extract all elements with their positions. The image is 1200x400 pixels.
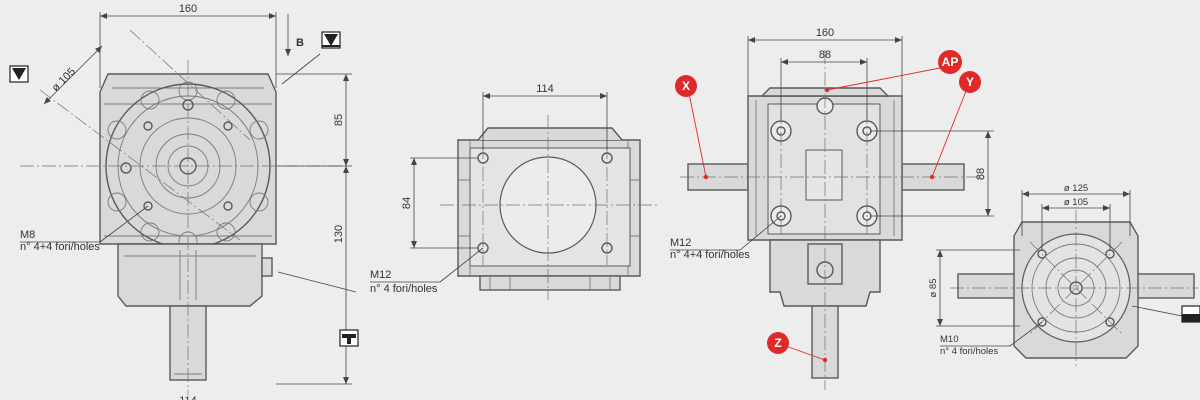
note-thread-m12-v3: M12 bbox=[670, 237, 691, 249]
shaft-x-badge: X bbox=[675, 75, 697, 97]
dim-v3-width-label: 160 bbox=[816, 27, 834, 39]
dim-v3-inner-label: 88 bbox=[819, 49, 831, 61]
mount-down-icon bbox=[9, 65, 29, 83]
shaft-z-badge: Z bbox=[767, 332, 789, 354]
note-holes-view4: n° 4 fori/holes bbox=[940, 346, 998, 357]
mount-side-icon bbox=[339, 329, 359, 347]
dim-top-height-label: 84 bbox=[401, 197, 413, 209]
svg-text:AP: AP bbox=[942, 55, 959, 69]
dim-width-label: 160 bbox=[179, 3, 197, 15]
view-shafts: 160 88 88 M12 n° 4+4 fori/holes X AP bbox=[670, 27, 994, 390]
note-thread-m10: M10 bbox=[940, 334, 958, 345]
view-side: ø 125 ø 105 ø 85 M10 n° 4 fori/holes bbox=[928, 183, 1198, 366]
svg-text:Y: Y bbox=[966, 75, 974, 89]
view-top: 114 84 M12 n° 4 fori/holes bbox=[370, 83, 660, 300]
dim-top-width-label: 114 bbox=[536, 83, 554, 95]
note-holes-view2: n° 4 fori/holes bbox=[370, 283, 438, 295]
dim-v3-height-label: 88 bbox=[975, 168, 987, 180]
dim-v4-inner-label: ø 105 bbox=[1064, 197, 1088, 208]
shaft-ap-badge: AP bbox=[938, 50, 962, 74]
note-holes-view1: n° 4+4 fori/holes bbox=[20, 241, 100, 253]
dim-lower-label: 130 bbox=[333, 225, 345, 243]
dim-upper-label: 85 bbox=[333, 114, 345, 126]
mount-bottom-icon bbox=[321, 31, 341, 49]
dim-diameter-label: ø 105 bbox=[50, 66, 78, 94]
shaft-y-badge: Y bbox=[959, 71, 981, 93]
dim-v4-side-label: ø 85 bbox=[928, 278, 939, 297]
arrow-b-label: B bbox=[296, 37, 304, 49]
note-thread-m12-top: M12 bbox=[370, 269, 391, 281]
dim-bottom-label: 114 bbox=[179, 395, 197, 400]
view-front: 160 ø 105 B 85 130 M8 n° 4+4 fori/holes … bbox=[20, 3, 357, 400]
svg-text:X: X bbox=[682, 79, 690, 93]
note-holes-view3: n° 4+4 fori/holes bbox=[670, 249, 750, 261]
svg-text:Z: Z bbox=[774, 336, 781, 350]
dim-v4-outer-label: ø 125 bbox=[1064, 183, 1088, 194]
note-thread-m8: M8 bbox=[20, 229, 35, 241]
mount-flat-icon bbox=[1181, 305, 1200, 323]
